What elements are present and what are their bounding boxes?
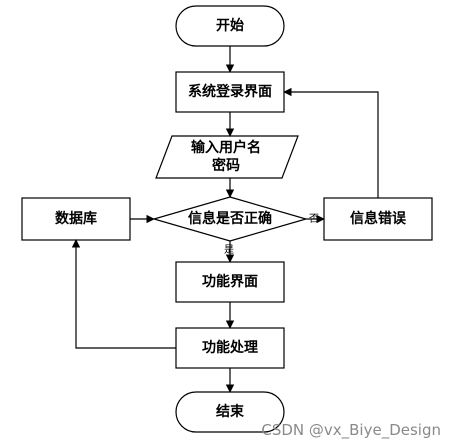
edge-yes-label: 是 — [224, 245, 234, 256]
error-label: 信息错误 — [350, 211, 406, 227]
input-label: 输入用户名 密码 — [191, 140, 261, 174]
processing-label: 功能处理 — [202, 340, 258, 356]
edge-no-label: 否 — [309, 214, 319, 225]
database-box — [21, 197, 131, 241]
arrow-error-to-login — [283, 87, 379, 198]
arrow-processing-to-database — [71, 239, 176, 349]
decision-label: 信息是否正确 — [188, 211, 272, 227]
function-ui-box — [175, 261, 285, 303]
input-parallelogram — [155, 135, 299, 179]
start-label: 开始 — [216, 18, 244, 34]
watermark-text: CSDN @vx_Biye_Design — [261, 421, 441, 439]
login-process-box — [175, 71, 285, 113]
database-label: 数据库 — [55, 211, 97, 227]
function-ui-label: 功能界面 — [202, 274, 258, 290]
login-label: 系统登录界面 — [188, 84, 272, 100]
end-label: 结束 — [216, 404, 244, 420]
